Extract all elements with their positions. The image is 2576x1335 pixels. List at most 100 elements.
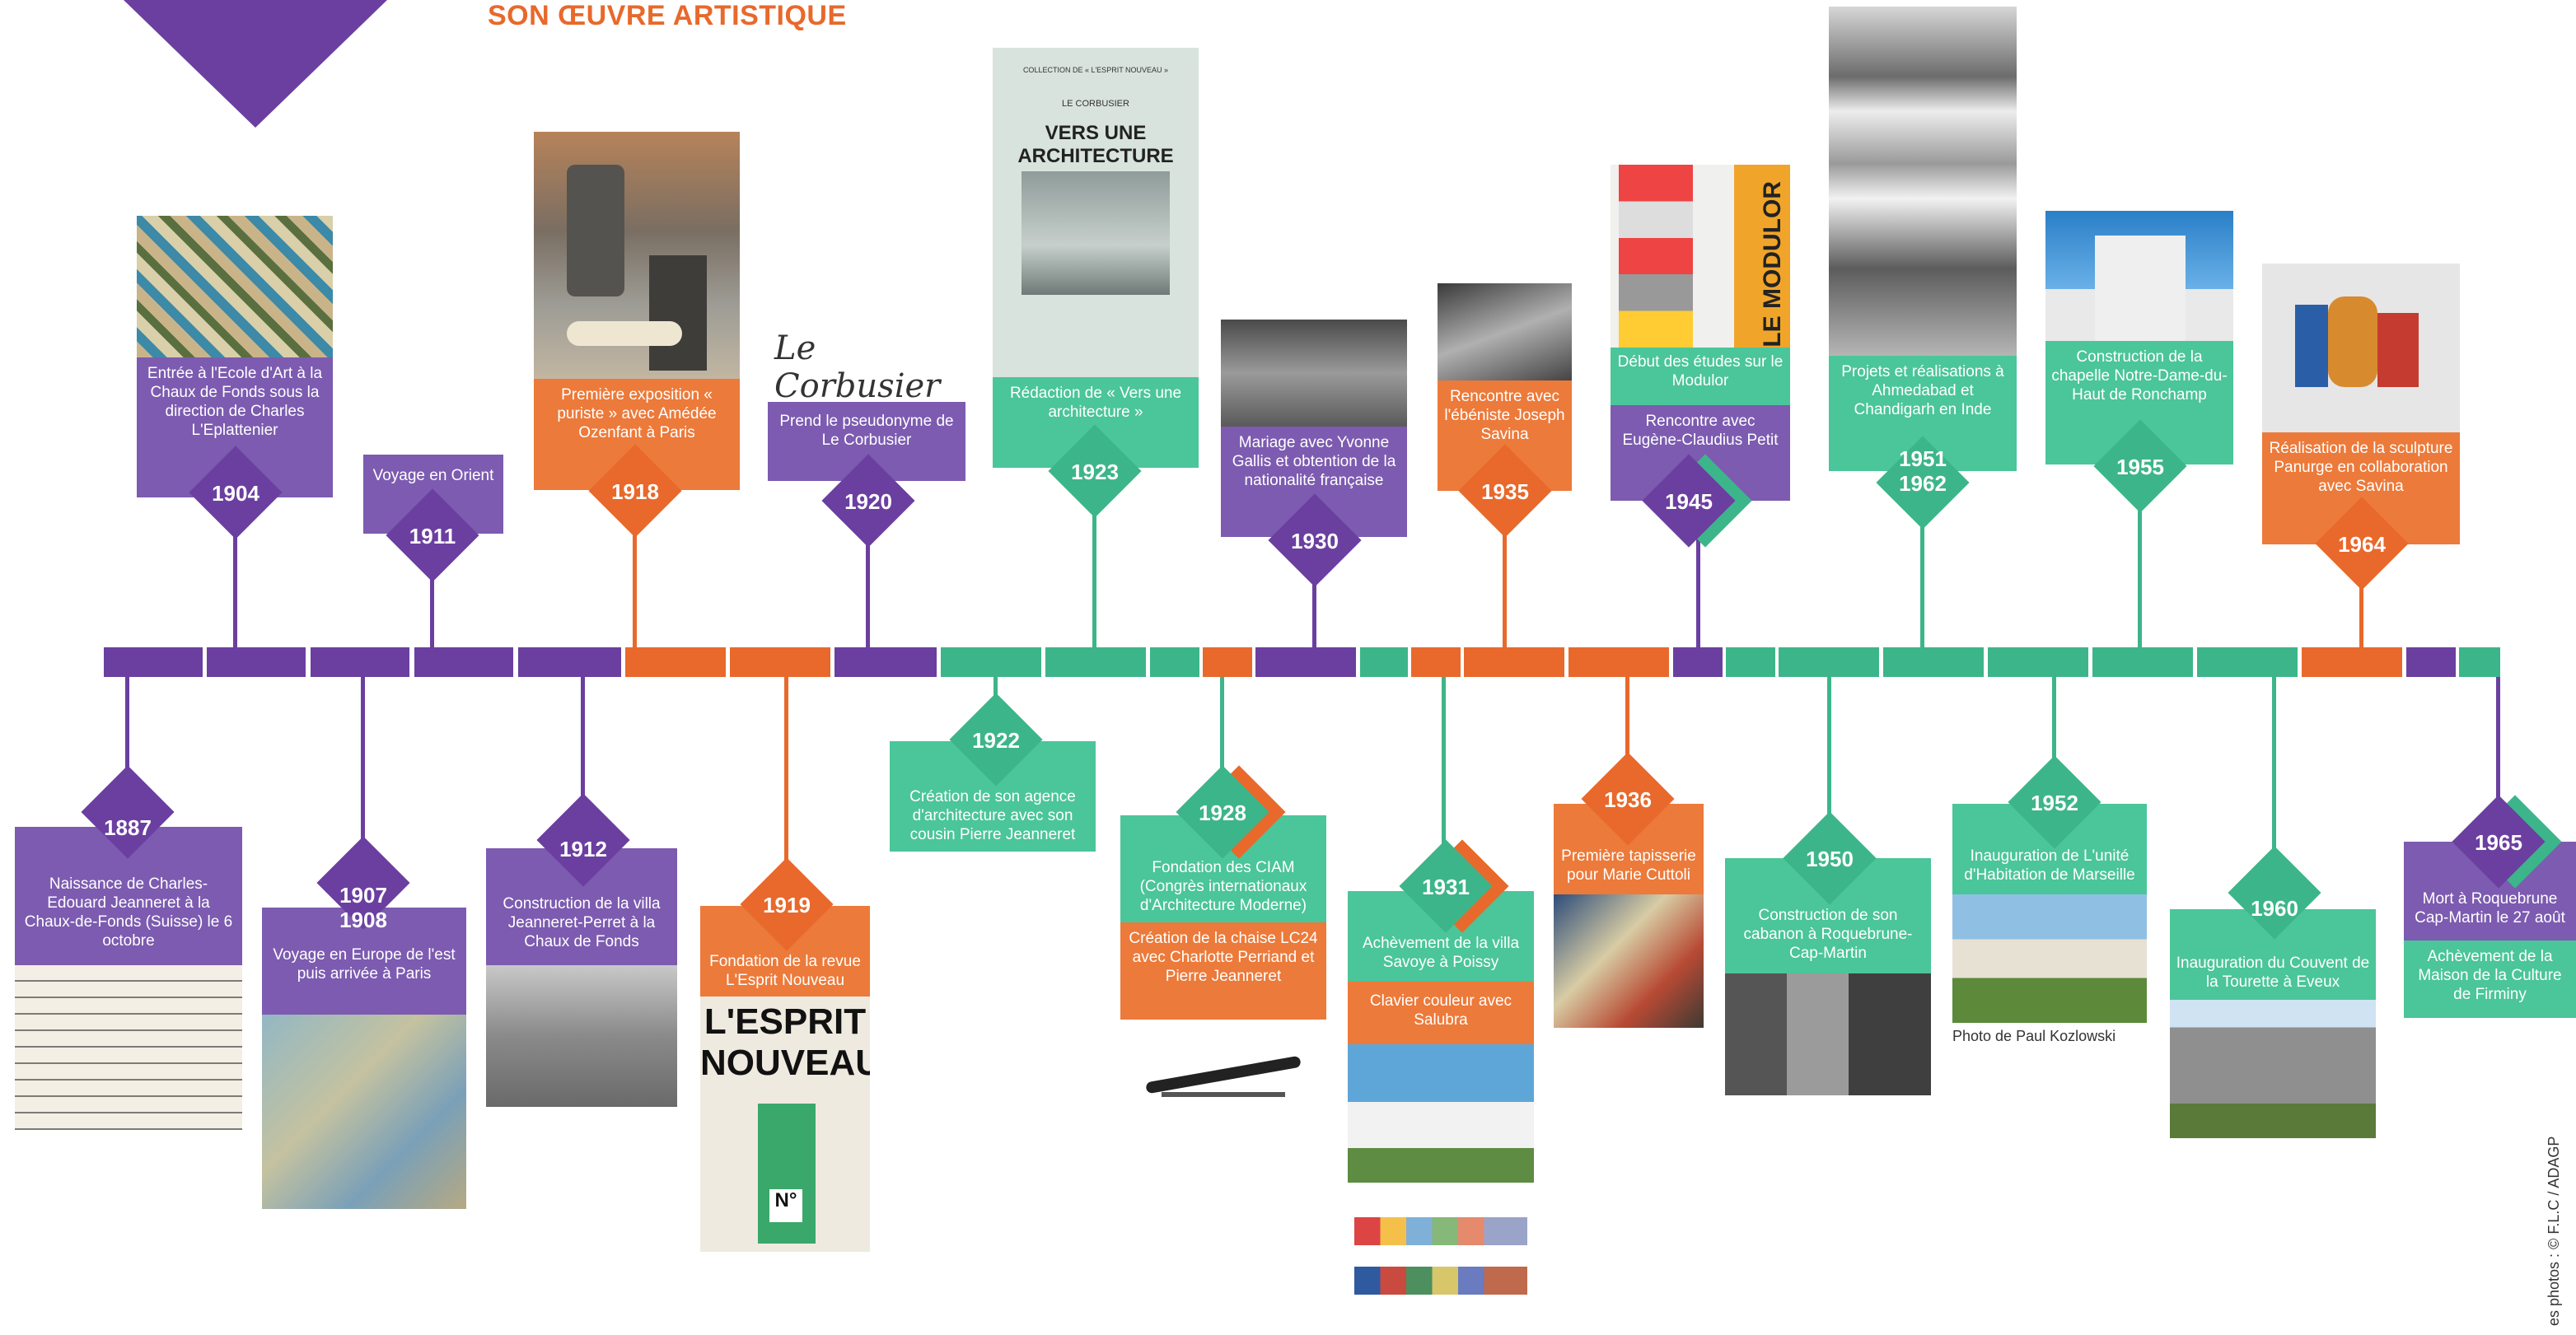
event-1965-text: Mort à Roquebrune Cap-Martin le 27 août [2404,842,2576,941]
stem-1952 [2052,677,2056,789]
year-1907-1908: 1907 1908 [339,883,387,932]
wedding-photo [1221,320,1407,427]
header-triangle [124,0,387,128]
bar-segment [1045,647,1146,677]
esprit-nouveau-cover: L'ESPRIT NOUVEAU N° [700,997,870,1252]
book-title: VERS UNE ARCHITECTURE [1017,122,1174,167]
year-1931: 1931 [1422,875,1470,899]
year-1945: 1945 [1665,489,1713,514]
stem-1964 [2359,576,2363,647]
tapestry-photo [1554,894,1704,1028]
europe-watercolor-photo [262,1015,466,1209]
stem-1912 [581,677,585,817]
stem-1904 [233,511,237,647]
modulor-book-photo: LE MODULOR [1611,165,1790,348]
rights-credit: es photos : © F.L.C / ADAGP [2546,1136,2562,1326]
event-1945-text: Début des études sur le Modulor [1611,348,1790,408]
panurge-sculpture-photo [2262,264,2460,432]
bar-segment [1883,647,1984,677]
event-1964-text: Réalisation de la sculpture Panurge en c… [2262,432,2460,544]
birth-record-photo [15,965,242,1130]
stem-1911 [430,560,434,647]
year-1965: 1965 [2475,830,2522,855]
bar-segment [835,647,937,677]
year-1904: 1904 [212,481,259,506]
stem-1923 [1092,502,1096,647]
bar-segment [1411,647,1461,677]
purist-painting-photo [534,132,740,379]
bar-segment [1726,647,1775,677]
year-1952: 1952 [2031,791,2078,815]
year-1918: 1918 [611,479,659,504]
lc4-chaise-photo [1120,1020,1326,1135]
stem-1907 [361,677,365,858]
stem-1918 [633,511,637,647]
event-1945-text2: Rencontre avec Eugène-Claudius Petit [1611,405,1790,501]
stem-1960 [2272,677,2276,863]
bar-segment [1360,647,1408,677]
bar-segment [518,647,621,677]
bar-segment [941,647,1041,677]
bar-segment [730,647,830,677]
bar-segment [1203,647,1252,677]
year-1912: 1912 [559,837,607,861]
year-1955: 1955 [2116,455,2164,479]
event-1931-text2: Clavier couleur avec Salubra [1348,982,1534,1044]
bar-segment [1569,647,1669,677]
stem-1935 [1503,527,1507,647]
bar-segment [625,647,726,677]
couvent-tourette-photo [2170,1000,2376,1138]
stem-1887 [125,677,129,801]
book-series: COLLECTION DE « L'ESPRIT NOUVEAU » [1022,66,1169,74]
year-1920: 1920 [844,489,892,514]
stem-1955 [2138,502,2142,647]
page-title: SON ŒUVRE ARTISTIQUE [488,0,847,31]
bar-segment [1779,647,1879,677]
stem-1950 [1827,677,1831,825]
stem-1919 [784,677,788,888]
year-1928: 1928 [1199,801,1246,825]
year-1887: 1887 [104,815,152,840]
event-1955-text: Construction de la chapelle Notre-Dame-d… [2045,341,2233,464]
bar-segment [2406,647,2456,677]
year-1936: 1936 [1604,787,1652,812]
bar-segment [414,647,513,677]
stem-1945 [1696,535,1700,647]
unite-habitation-photo [1952,894,2147,1023]
year-1935: 1935 [1481,479,1529,504]
event-1965-text2: Achèvement de la Maison de la Culture de… [2404,941,2576,1018]
ronchamp-photo [2045,211,2233,341]
year-1919: 1919 [763,893,811,917]
bar-segment [1988,647,2088,677]
year-1950: 1950 [1806,847,1854,871]
bar-segment [2459,647,2500,677]
stem-1928 [1220,677,1224,792]
revue-title-2: NOUVEAU [700,1043,870,1083]
bar-segment [2092,647,2193,677]
bar-segment [311,647,409,677]
stem-1931 [1442,677,1446,858]
book-cover-photo: COLLECTION DE « L'ESPRIT NOUVEAU » LE CO… [993,48,1199,377]
signature-image: Le Corbusier [774,329,941,405]
year-1911: 1911 [409,524,456,548]
revue-number: N° [769,1189,802,1222]
year-1930: 1930 [1291,529,1339,553]
savina-photo [1438,283,1572,380]
bar-segment [1255,647,1356,677]
bar-segment [2197,647,2298,677]
year-1964: 1964 [2338,532,2386,557]
revue-title-1: L'ESPRIT [704,1001,867,1042]
stem-1951 [1920,527,1924,647]
year-1923: 1923 [1071,460,1119,484]
bar-segment [104,647,203,677]
event-1928-text2: Création de la chaise LC24 avec Charlott… [1120,922,1326,1020]
wallpaper-design-photo [137,216,333,357]
modulor-title: LE MODULOR [1759,181,1786,348]
villa-savoye-photo [1348,1044,1534,1333]
bar-segment [1150,647,1199,677]
year-1951-1962: 1951 1962 [1899,446,1947,496]
india-buildings-photo [1829,7,2017,356]
bar-segment [207,647,306,677]
stem-1930 [1312,568,1316,647]
book-author: LE CORBUSIER [1062,99,1129,109]
